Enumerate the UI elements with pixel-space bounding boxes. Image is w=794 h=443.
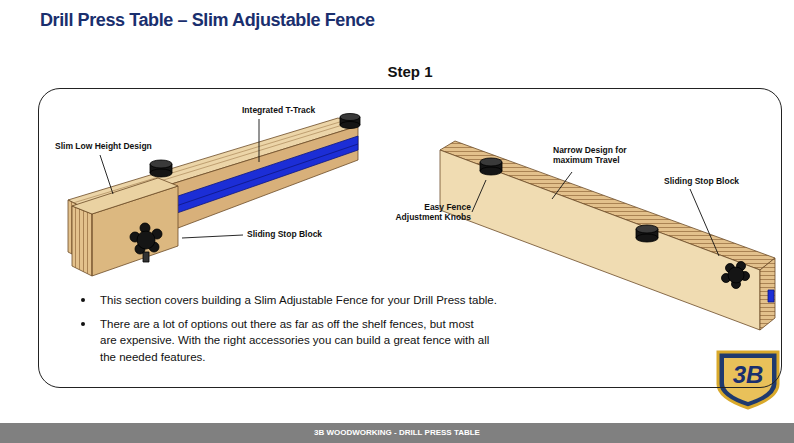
callout-label: Sliding Stop Block (664, 177, 739, 187)
step-heading: Step 1 (38, 62, 782, 82)
bullet-text: This section covers building a Slim Adju… (100, 292, 660, 308)
callout-label: Integrated T-Track (242, 106, 315, 116)
page-title: Drill Press Table – Slim Adjustable Fenc… (40, 10, 375, 31)
left-fence (68, 114, 360, 277)
logo-text: 3B (724, 360, 772, 390)
footer-text: 3B WOODWORKING - DRILL PRESS TABLE (0, 423, 794, 443)
callout-label: Narrow Design for maximum Travel (553, 146, 648, 166)
callout-label: Slim Low Height Design (55, 142, 152, 152)
logo-shield (718, 352, 778, 408)
leader-lines (100, 119, 719, 256)
step-panel: Step 1 This section covers building a Sli… (38, 62, 782, 388)
callout-label: Easy Fence Adjustment Knobs (383, 203, 471, 223)
bullet-text: There are a lot of options out there as … (100, 316, 492, 365)
footer-bar: 3B WOODWORKING - DRILL PRESS TABLE (0, 423, 794, 443)
callout-label: Sliding Stop Block (247, 230, 322, 240)
